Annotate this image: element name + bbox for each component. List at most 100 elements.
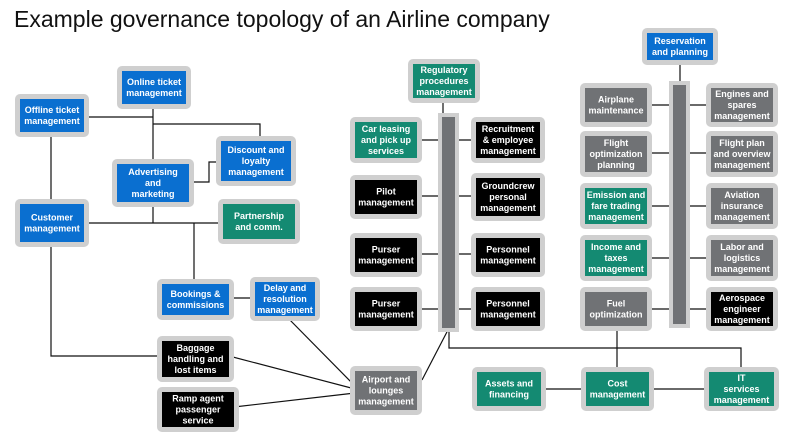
node-label-line: Income and — [591, 242, 641, 252]
node-label-line: Baggage — [176, 343, 214, 353]
node-box — [255, 282, 315, 316]
node-label-line: Groundcrew — [481, 181, 535, 191]
node-box — [162, 284, 229, 315]
node-box — [162, 341, 229, 377]
node-label-line: and comm. — [235, 222, 283, 232]
node-box — [476, 292, 540, 326]
connector — [153, 123, 261, 141]
node-label-line: insurance — [721, 201, 764, 211]
node-box — [585, 240, 647, 276]
node-box — [477, 372, 541, 406]
node-label-line: management — [480, 310, 536, 320]
node-label-line: management — [714, 160, 770, 170]
node-label-line: planning — [597, 160, 635, 170]
connector — [189, 161, 221, 183]
node-label-line: Airplane — [598, 95, 634, 105]
node-label-line: services — [368, 146, 404, 156]
node-label-line: Ramp agent — [172, 394, 224, 404]
node-label-line: Flight — [604, 138, 629, 148]
node-label-line: Emission and — [587, 190, 646, 200]
node-box — [711, 188, 773, 224]
node-label-line: management — [714, 264, 770, 274]
node-label-line: management — [126, 88, 182, 98]
node-box — [355, 122, 417, 158]
node-label-line: management — [358, 310, 414, 320]
node-label-line: maintenance — [588, 106, 643, 116]
node-label-line: Cost — [608, 379, 628, 389]
node-label-line: service — [182, 416, 213, 426]
node-label-line: Online ticket — [127, 77, 181, 87]
node-label-line: management — [416, 87, 472, 97]
node-box — [711, 88, 773, 122]
node-bookings: Bookings &commissions — [157, 279, 234, 320]
node-box — [221, 141, 291, 181]
node-label-line: Offline ticket — [25, 105, 80, 115]
node-label-line: and pick up — [361, 135, 412, 145]
node-label-line: Delay and — [264, 283, 307, 293]
node-label-line: Partnership — [234, 211, 285, 221]
node-label-line: taxes — [604, 253, 627, 263]
node-label-line: marketing — [131, 189, 174, 199]
node-label-line: management — [24, 116, 80, 126]
node-box — [585, 292, 647, 326]
diagram-title: Example governance topology of an Airlin… — [14, 6, 550, 32]
node-box — [355, 292, 417, 326]
node-label-line: management — [588, 212, 644, 222]
node-box — [476, 122, 540, 158]
node-label-line: Engines and — [715, 89, 769, 99]
node-label-line: management — [24, 224, 80, 234]
bus-bars — [438, 81, 690, 332]
node-label-line: and planning — [652, 47, 708, 57]
node-box — [355, 238, 417, 272]
node-label-line: Regulatory — [420, 65, 467, 75]
node-label-line: engineer — [723, 304, 761, 314]
node-box — [476, 178, 540, 216]
node-box — [647, 33, 713, 60]
node-label-line: Advertising — [128, 167, 178, 177]
node-label-line: Assets and — [485, 379, 533, 389]
node-label-line: Purser — [372, 245, 401, 255]
node-label-line: Labor and — [720, 242, 764, 252]
connector — [284, 314, 356, 387]
node-label-line: optimization — [590, 149, 643, 159]
node-label-line: and overview — [713, 149, 771, 159]
node-label-line: IT — [738, 373, 747, 383]
node-box — [355, 371, 417, 410]
node-label-line: Personnel — [486, 245, 530, 255]
node-box — [117, 164, 189, 202]
node-label-line: loyalty — [242, 156, 271, 166]
node-label-line: Recruitment — [482, 124, 535, 134]
node-label-line: logistics — [724, 253, 761, 263]
node-label-line: lost items — [174, 365, 216, 375]
node-label-line: management — [714, 111, 770, 121]
node-label-line: passenger — [175, 405, 221, 415]
node-box — [711, 240, 773, 276]
node-box — [709, 372, 774, 406]
node-label-line: personal — [489, 192, 527, 202]
node-label-line: & employee — [483, 135, 534, 145]
bus-bar-personnel — [442, 117, 455, 328]
node-box — [585, 88, 647, 122]
node-box — [122, 71, 186, 104]
